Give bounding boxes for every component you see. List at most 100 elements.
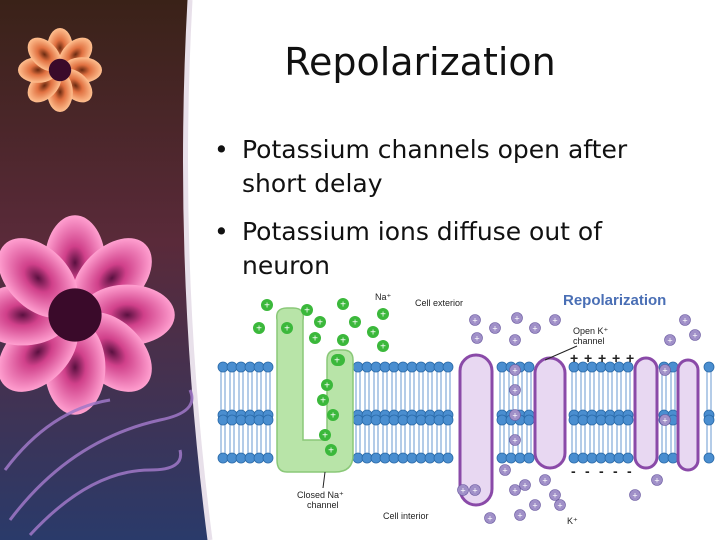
bullet-item: •Potassium channels open after short del… — [212, 133, 682, 201]
potassium-ion — [514, 509, 526, 521]
positive-charge: + — [570, 350, 578, 366]
potassium-ion — [554, 499, 566, 511]
sodium-ion-charge: + — [284, 324, 290, 335]
potassium-ion-charge: + — [512, 366, 517, 376]
lipid-head — [442, 452, 454, 464]
lipid-head — [226, 452, 238, 464]
sodium-ion-charge: + — [264, 301, 270, 312]
lipid-head — [415, 452, 427, 464]
lipid-head — [352, 452, 364, 464]
potassium-ion — [509, 434, 521, 446]
potassium-channel-open-right — [633, 356, 659, 470]
positive-charge: + — [584, 350, 592, 366]
potassium-ion — [689, 329, 701, 341]
potassium-ion — [529, 499, 541, 511]
sodium-ion-charge: + — [322, 431, 328, 442]
sodium-ion — [367, 326, 379, 338]
sodium-ion — [325, 444, 337, 456]
potassium-ion — [549, 314, 561, 326]
sodium-ion-charge: + — [340, 336, 346, 347]
lipid-head — [568, 452, 580, 464]
lipid-head — [424, 452, 436, 464]
lipid-head — [388, 452, 400, 464]
bullet-text: Potassium channels open after short dela… — [242, 135, 628, 198]
potassium-ion — [469, 314, 481, 326]
lipid-head — [235, 452, 247, 464]
potassium-ion-charge: + — [667, 336, 672, 346]
potassium-channel-left — [458, 353, 494, 507]
potassium-ion-charge: + — [512, 486, 517, 496]
potassium-ion-charge: + — [512, 386, 517, 396]
potassium-ion-charge: + — [460, 486, 465, 496]
potassium-ion — [659, 364, 671, 376]
lipid-head — [613, 452, 625, 464]
lipid-head — [406, 361, 418, 373]
small-flower-center — [48, 58, 72, 82]
lipid-head — [406, 414, 418, 426]
closed-na-channel-label-line1: Closed Na⁺ — [297, 490, 344, 500]
lipid-head — [253, 452, 265, 464]
closed-na-pointer — [322, 471, 326, 489]
lipid-head — [433, 361, 445, 373]
open-k-channel-label-line2: channel — [573, 336, 605, 346]
sodium-ion-charge: + — [317, 318, 323, 329]
potassium-ion-charge: + — [472, 486, 477, 496]
lipid-head — [370, 452, 382, 464]
potassium-ion-charge: + — [522, 481, 527, 491]
potassium-ions: +++++++++++++++++++++++++++++ — [457, 312, 701, 524]
lipid-head — [397, 414, 409, 426]
sodium-ion — [317, 394, 329, 406]
cell-exterior-label: Cell exterior — [415, 298, 463, 308]
negative-charge: - — [627, 463, 632, 479]
bullet-dot: • — [214, 217, 229, 246]
positive-charge: + — [626, 350, 634, 366]
lipid-head — [388, 361, 400, 373]
sodium-ions: +++++++++++++++++++ — [253, 298, 389, 457]
potassium-ion — [659, 414, 671, 426]
potassium-ion-charge: + — [487, 514, 492, 524]
lipid-head — [226, 361, 238, 373]
negative-charge: - — [585, 463, 590, 479]
lipid-head — [505, 452, 517, 464]
sodium-ion — [327, 409, 339, 421]
lipid-head — [442, 414, 454, 426]
lipid-head — [370, 414, 382, 426]
potassium-ion — [549, 489, 561, 501]
bullet-item: •Potassium ions diffuse out of neuron — [212, 215, 682, 283]
lipid-head — [388, 414, 400, 426]
potassium-ion-charge: + — [662, 366, 667, 376]
lipid-head — [658, 452, 670, 464]
lipid-head — [523, 361, 535, 373]
potassium-ion-charge: + — [532, 324, 537, 334]
potassium-ion-charge: + — [514, 314, 519, 324]
sodium-ion-charge: + — [352, 318, 358, 329]
lipid-head — [397, 452, 409, 464]
potassium-ion — [457, 484, 469, 496]
potassium-ion-charge: + — [517, 511, 522, 521]
sidebar-curve — [183, 0, 213, 540]
potassium-ion-charge: + — [512, 336, 517, 346]
cell-interior-label: Cell interior — [383, 511, 429, 521]
bullet-list: • Potassium channels open after short del… — [212, 133, 682, 297]
potassium-ion-charge: + — [492, 324, 497, 334]
lipid-head — [586, 452, 598, 464]
diagram-heading: Repolarization — [563, 292, 666, 309]
repolarization-diagram: +++++++++++++++++++ ++++++++++++++++++++… — [215, 290, 715, 535]
lipid-head — [604, 414, 616, 426]
lipid-head — [352, 414, 364, 426]
sodium-ion — [377, 340, 389, 352]
positive-charge: + — [612, 350, 620, 366]
potassium-ion-charge: + — [474, 334, 479, 344]
lipid-head — [622, 414, 634, 426]
potassium-label: K⁺ — [567, 516, 578, 526]
lipid-head — [595, 452, 607, 464]
sodium-ion — [281, 322, 293, 334]
lipid-head — [415, 361, 427, 373]
sodium-ion-charge: + — [340, 300, 346, 311]
potassium-ion-charge: + — [512, 411, 517, 421]
negative-charge: - — [571, 463, 576, 479]
potassium-ion — [499, 464, 511, 476]
sodium-ion — [321, 379, 333, 391]
sodium-ion — [253, 322, 265, 334]
